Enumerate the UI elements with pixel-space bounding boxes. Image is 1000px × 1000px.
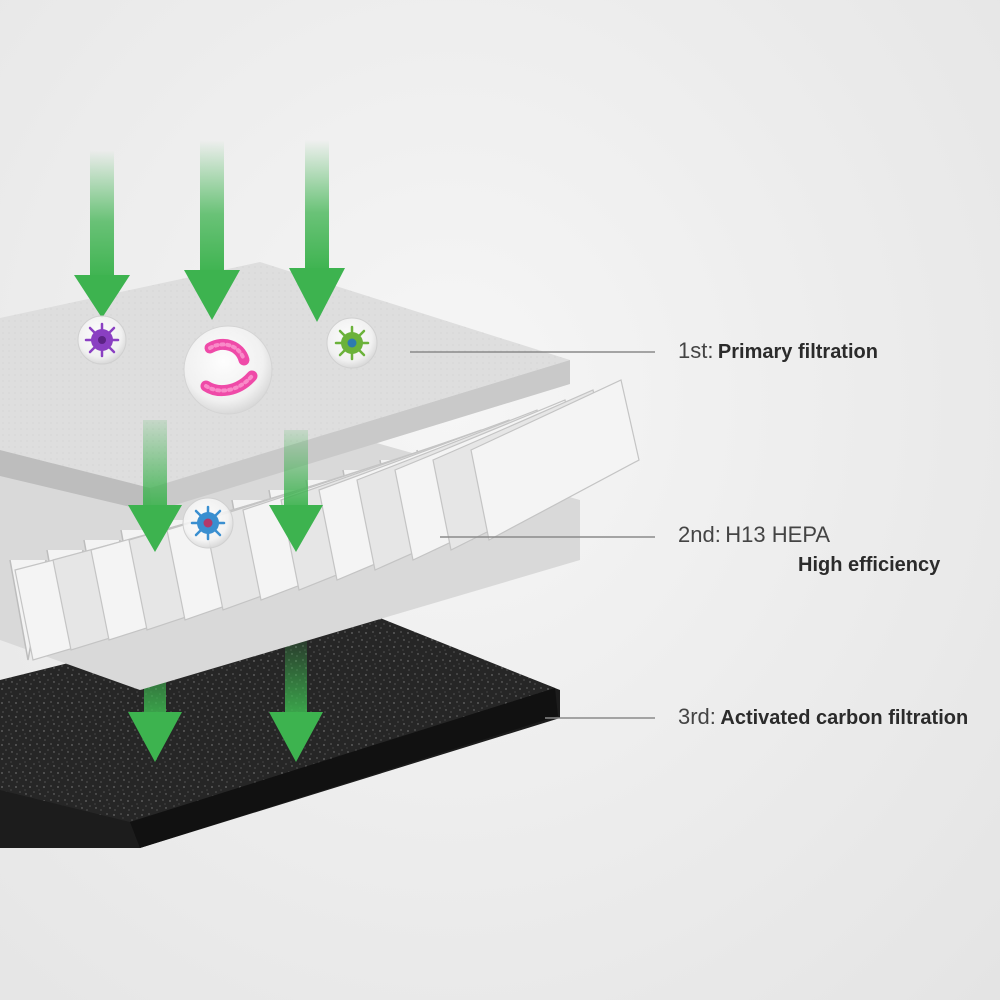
layer-name: Primary filtration <box>717 341 878 363</box>
layer-name: Activated carbon filtration <box>720 707 969 729</box>
primary-filter-layer <box>0 262 570 512</box>
down-arrow-icon <box>269 430 323 552</box>
layer-name: H13 HEPA <box>725 522 831 547</box>
down-arrow-icon <box>128 420 182 552</box>
down-arrow-icon <box>289 140 345 322</box>
layer-ordinal: 3rd: <box>678 704 716 729</box>
layer-label-carbon: 3rd: Activated carbon filtration <box>678 704 968 730</box>
layer-ordinal: 2nd: <box>678 522 721 547</box>
down-arrow-icon <box>269 640 323 762</box>
virus-icon <box>77 315 127 365</box>
layer-subtitle-hepa: High efficiency <box>798 554 940 577</box>
down-arrow-icon <box>184 140 240 320</box>
layer-ordinal: 1st: <box>678 338 714 363</box>
down-arrow-icon <box>74 150 130 318</box>
virus-icon <box>182 497 234 549</box>
layer-label-primary: 1st: Primary filtration <box>678 338 878 364</box>
virus-icon <box>326 317 378 369</box>
layer-label-hepa: 2nd: H13 HEPA <box>678 522 830 548</box>
hepa-pleat-face <box>470 379 640 541</box>
layer-subtitle: High efficiency <box>798 554 941 576</box>
bacteria-icon <box>183 325 273 415</box>
